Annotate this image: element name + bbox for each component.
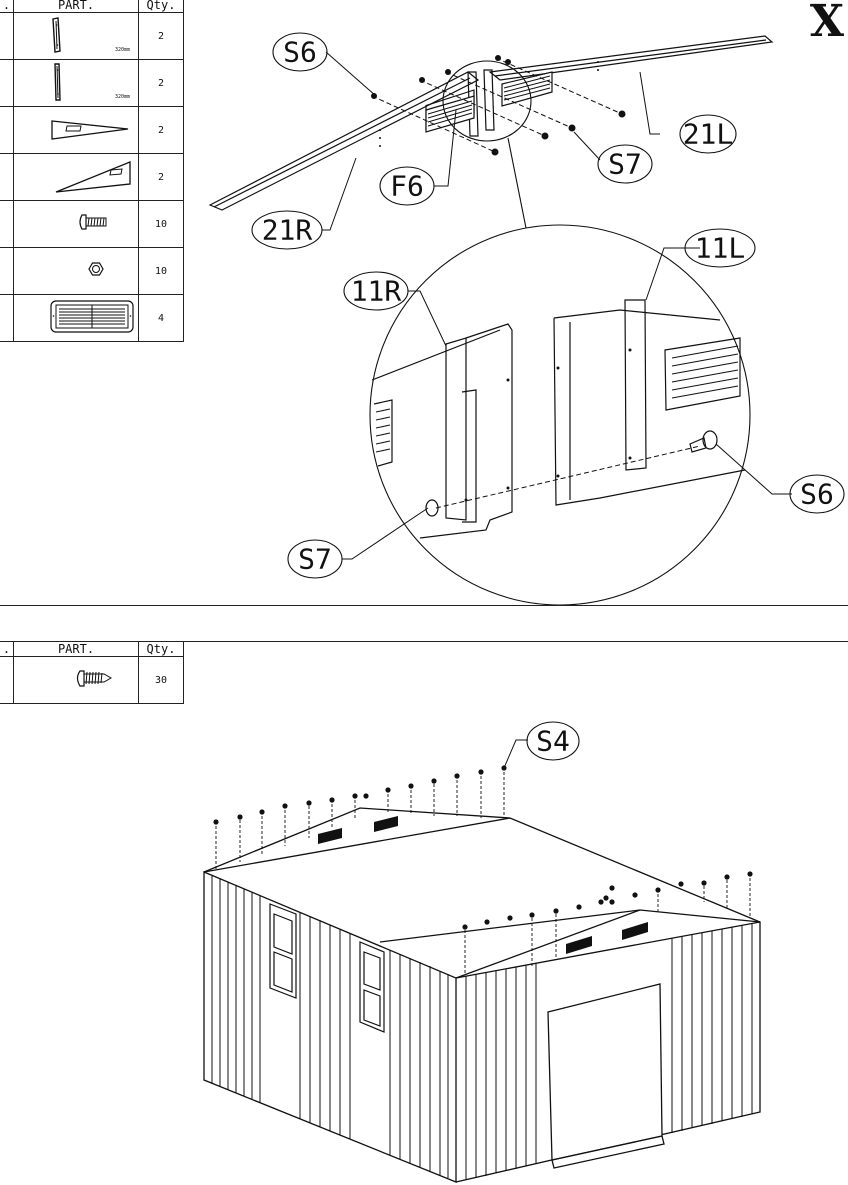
part-length-label: 320mm [114,94,130,100]
table-header-row: . PART. Qty. [0,641,184,657]
callout-s4: S4 [536,725,570,758]
roof-bracket-long-icon [52,17,61,53]
bolt-icon [79,214,107,230]
qty-cell: 4 [138,294,184,342]
qty-cell: 2 [138,153,184,201]
table-row: 320mm 2 [0,12,184,60]
callout-s6-zoom: S6 [800,478,834,511]
callout-s7-zoom: S7 [298,543,332,576]
callout-11l: 11L [695,232,746,265]
callout-11r: 11R [351,275,402,308]
section-divider [0,605,848,606]
callout-s6-top: S6 [283,36,317,69]
part-length-label: 320mm [114,47,130,53]
self-tapping-screw-icon [76,670,113,687]
step1-parts-table: . PART. Qty. 320mm 2 [0,0,184,342]
hex-nut-icon [88,262,104,276]
callout-s7-top: S7 [608,148,642,181]
gable-panel-right-icon [55,161,131,193]
roof-bracket-short-icon [54,63,61,101]
callout-21r: 21R [262,214,313,247]
callout-f6: F6 [390,170,424,203]
table-row: 30 [0,656,184,704]
page-marker: X [809,0,844,47]
qty-cell: 2 [138,12,184,60]
qty-cell: 30 [138,656,184,704]
gable-panel-left-icon [51,120,129,140]
table-row: 320mm 2 [0,59,184,107]
col-qty-header: Qty. [138,641,184,657]
vent-grille-icon [50,300,134,333]
section-divider [0,641,848,642]
col-qty-header: Qty. [138,0,184,13]
step1-roof-gable-drawing: S6 S7 F6 21L 21R 11L 11R S6 S7 [208,32,845,605]
table-row: 2 [0,153,184,201]
table-row: 4 [0,294,184,342]
qty-cell: 10 [138,200,184,248]
step2-parts-table: . PART. Qty. 30 [0,641,184,704]
callout-21l: 21L [683,118,734,151]
qty-cell: 2 [138,59,184,107]
step2-shed-drawing: S4 [203,721,761,1183]
table-row: 10 [0,200,184,248]
table-header-row: . PART. Qty. [0,0,184,13]
vent-grille-right [501,71,553,107]
vent-grille-left [425,95,475,133]
table-row: 10 [0,247,184,295]
